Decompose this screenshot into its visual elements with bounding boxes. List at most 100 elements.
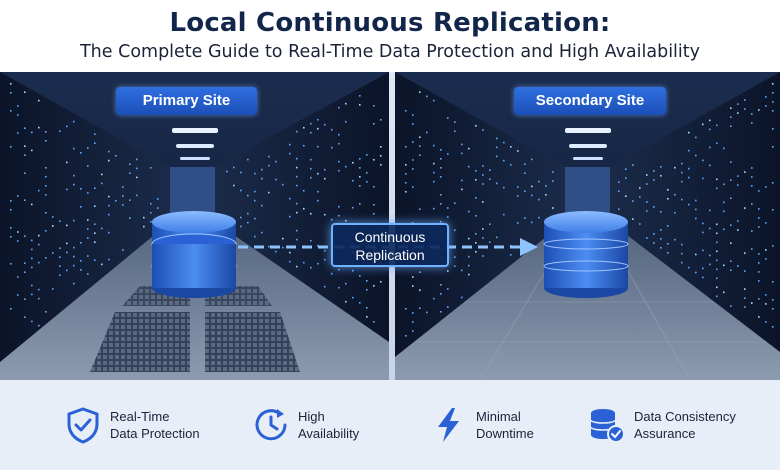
- rack-led: [324, 259, 326, 261]
- rack-led: [765, 105, 767, 107]
- rack-led: [765, 321, 767, 323]
- rack-led: [373, 159, 375, 161]
- rack-led: [716, 188, 718, 190]
- rack-led: [254, 236, 256, 238]
- rack-led: [475, 179, 477, 181]
- rack-led: [352, 162, 354, 164]
- rack-led: [303, 145, 305, 147]
- feature-line1: Minimal: [476, 408, 534, 425]
- rack-led: [66, 126, 68, 128]
- rack-led: [461, 180, 463, 182]
- rack-led: [261, 205, 263, 207]
- rack-led: [52, 288, 54, 290]
- rack-led: [10, 200, 12, 202]
- rack-led: [296, 230, 298, 232]
- rack-led: [303, 127, 305, 129]
- rack-led: [531, 195, 533, 197]
- rack-led: [345, 121, 347, 123]
- rack-led: [475, 215, 477, 217]
- rack-led: [716, 233, 718, 235]
- rack-led: [66, 252, 68, 254]
- rack-led: [338, 143, 340, 145]
- rack-led: [59, 256, 61, 258]
- rack-led: [331, 129, 333, 131]
- rack-led: [94, 223, 96, 225]
- rack-led: [405, 308, 407, 310]
- rack-led: [405, 146, 407, 148]
- rack-led: [632, 200, 634, 202]
- rack-led: [338, 107, 340, 109]
- rack-led: [419, 271, 421, 273]
- shield-check-icon: [64, 406, 102, 444]
- rack-led: [723, 292, 725, 294]
- rack-led: [730, 179, 732, 181]
- rack-led: [10, 308, 12, 310]
- rack-led: [359, 167, 361, 169]
- rack-led: [31, 321, 33, 323]
- rack-led: [108, 151, 110, 153]
- rack-led: [17, 231, 19, 233]
- rack-led: [618, 190, 620, 192]
- rack-led: [723, 202, 725, 204]
- primary-database-icon: [152, 211, 236, 298]
- rack-led: [59, 220, 61, 222]
- rack-led: [80, 206, 82, 208]
- rack-led: [482, 237, 484, 239]
- rack-led: [688, 168, 690, 170]
- rack-led: [681, 181, 683, 183]
- datacenter-scene: Primary Site Secondary Site Continuous R…: [0, 72, 780, 380]
- rack-led: [688, 132, 690, 134]
- rack-led: [254, 191, 256, 193]
- rack-led: [24, 91, 26, 93]
- rack-led: [254, 218, 256, 220]
- rack-led: [751, 185, 753, 187]
- rack-led: [709, 147, 711, 149]
- rack-led: [625, 168, 627, 170]
- rack-led: [52, 252, 54, 254]
- rack-led: [359, 176, 361, 178]
- rack-led: [702, 160, 704, 162]
- rack-led: [482, 183, 484, 185]
- rack-led: [282, 247, 284, 249]
- feature-bar: Real-Time Data Protection High Availabil…: [0, 380, 780, 470]
- rack-led: [17, 294, 19, 296]
- rack-led: [765, 294, 767, 296]
- rack-led: [254, 200, 256, 202]
- rack-led: [31, 204, 33, 206]
- rack-led: [366, 172, 368, 174]
- rack-led: [108, 259, 110, 261]
- rack-led: [143, 226, 145, 228]
- rack-led: [31, 294, 33, 296]
- rack-led: [618, 208, 620, 210]
- rack-led: [268, 165, 270, 167]
- rack-led: [531, 186, 533, 188]
- rack-led: [447, 117, 449, 119]
- feature-line1: Data Consistency: [634, 408, 736, 425]
- rack-led: [496, 138, 498, 140]
- clock-cycle-icon: [252, 406, 290, 444]
- rack-led: [681, 172, 683, 174]
- rack-led: [751, 176, 753, 178]
- rack-led: [660, 211, 662, 213]
- rack-led: [489, 241, 491, 243]
- rack-led: [412, 321, 414, 323]
- rack-led: [772, 245, 774, 247]
- rack-led: [373, 213, 375, 215]
- rack-led: [129, 172, 131, 174]
- rack-led: [405, 173, 407, 175]
- rack-led: [38, 289, 40, 291]
- rack-led: [524, 217, 526, 219]
- rack-led: [45, 194, 47, 196]
- rack-led: [373, 321, 375, 323]
- rack-led: [716, 269, 718, 271]
- rack-led: [412, 276, 414, 278]
- rack-led: [440, 284, 442, 286]
- rack-led: [373, 186, 375, 188]
- rack-led: [38, 190, 40, 192]
- rack-led: [59, 130, 61, 132]
- rack-led: [331, 147, 333, 149]
- rack-led: [538, 181, 540, 183]
- rack-led: [45, 185, 47, 187]
- rack-led: [101, 264, 103, 266]
- rack-led: [373, 285, 375, 287]
